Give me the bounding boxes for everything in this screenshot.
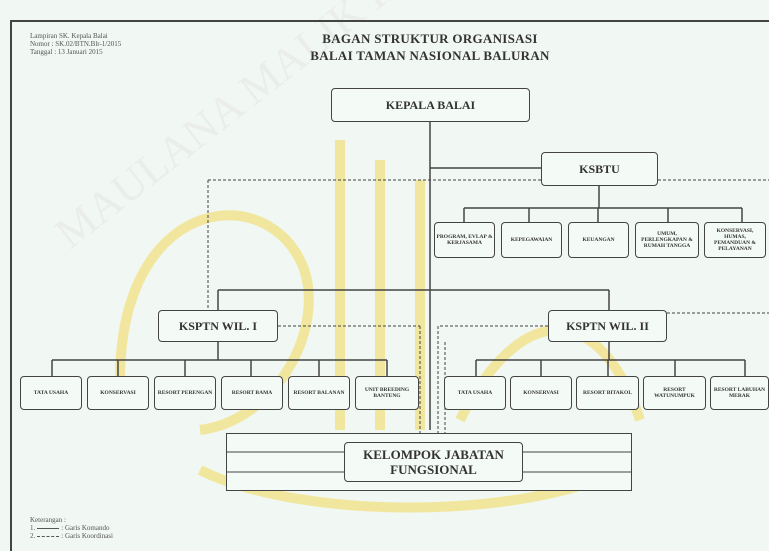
- fungsional-label-line-1: KELOMPOK JABATAN: [363, 447, 504, 462]
- wil1-section-label: KONSERVASI: [100, 389, 136, 396]
- legend-item-1-number: 1.: [30, 524, 36, 532]
- wil2-section-label: RESORT LABUHAN MERAK: [713, 386, 766, 399]
- ksbtu-section-label: KEUANGAN: [582, 236, 615, 243]
- wil1-section-label: RESORT BALANAN: [293, 389, 345, 396]
- legend-item-1-label: : Garis Komando: [61, 524, 110, 532]
- legend-item-command: 1. : Garis Komando: [30, 524, 113, 532]
- decree-reference: Lampiran SK. Kepala Balai Nomor : SK.02/…: [30, 32, 121, 56]
- legend-item-2-label: : Garis Koordinasi: [61, 532, 113, 540]
- wil1-section-box: KONSERVASI: [87, 376, 149, 410]
- ksbtu-section-label: KONSERVASI, HUMAS, PEMANDUAN & PELAYANAN: [713, 227, 756, 253]
- ksptn-wil1-label: KSPTN WIL. I: [178, 318, 258, 333]
- title-line-1: BAGAN STRUKTUR ORGANISASI: [322, 31, 538, 46]
- ksptn-wil1-box: KSPTN WIL. I: [158, 310, 278, 342]
- wil2-section-label: TATA USAHA: [457, 389, 493, 396]
- legend-item-coordination: 2. : Garis Koordinasi: [30, 532, 113, 540]
- wil1-section-label: RESORT BAMA: [231, 389, 273, 396]
- wil2-section-box: RESORT WATUNUMPUK: [643, 376, 706, 410]
- title-line-2: BALAI TAMAN NASIONAL BALURAN: [310, 48, 550, 63]
- wil1-section-box: UNIT BREEDING BANTENG: [355, 376, 419, 410]
- dashed-line-swatch: [37, 535, 60, 537]
- wil2-section-box: KONSERVASI: [510, 376, 572, 410]
- legend-heading: Keterangan :: [30, 516, 66, 524]
- kepala-balai-label: KEPALA BALAI: [385, 97, 476, 112]
- ksbtu-section-label: UMUM, PERLENGKAPAN & RUMAH TANGGA: [641, 230, 693, 250]
- wil1-section-box: RESORT BALANAN: [288, 376, 350, 410]
- legend: Keterangan : 1. : Garis Komando 2. : Gar…: [30, 516, 113, 540]
- ksbtu-label: KSBTU: [579, 161, 620, 176]
- wil1-section-label: RESORT PERENGAN: [157, 389, 213, 396]
- kelompok-jabatan-fungsional-box: KELOMPOK JABATAN FUNGSIONAL: [344, 442, 523, 482]
- chart-title: BAGAN STRUKTUR ORGANISASI BALAI TAMAN NA…: [280, 30, 580, 64]
- ksbtu-section-box: KEUANGAN: [568, 222, 629, 258]
- meta-line-3: Tanggal : 13 Januari 2015: [30, 48, 103, 56]
- kepala-balai-box: KEPALA BALAI: [331, 88, 530, 122]
- ksbtu-section-box: UMUM, PERLENGKAPAN & RUMAH TANGGA: [635, 222, 699, 258]
- chart-frame: [10, 20, 769, 551]
- ksptn-wil2-box: KSPTN WIL. II: [548, 310, 667, 342]
- wil1-section-box: RESORT BAMA: [221, 376, 283, 410]
- wil2-section-label: KONSERVASI: [523, 389, 559, 396]
- ksbtu-section-box: PROGRAM, EVLAP & KERJASAMA: [434, 222, 495, 258]
- wil1-section-label: UNIT BREEDING BANTENG: [364, 386, 410, 399]
- wil2-section-box: RESORT BITAKOL: [576, 376, 639, 410]
- ksbtu-section-box: KEPEGAWAIAN: [501, 222, 562, 258]
- legend-item-2-number: 2.: [30, 532, 36, 540]
- ksptn-wil2-label: KSPTN WIL. II: [566, 318, 649, 333]
- wil2-section-label: RESORT BITAKOL: [583, 389, 632, 396]
- wil2-section-box: TATA USAHA: [444, 376, 506, 410]
- wil1-section-box: TATA USAHA: [20, 376, 82, 410]
- solid-line-swatch: [37, 527, 60, 529]
- ksbtu-section-label: KEPEGAWAIAN: [510, 236, 553, 243]
- fungsional-label-line-2: FUNGSIONAL: [390, 462, 477, 477]
- ksbtu-section-box: KONSERVASI, HUMAS, PEMANDUAN & PELAYANAN: [704, 222, 766, 258]
- wil1-section-label: TATA USAHA: [33, 389, 69, 396]
- meta-line-1: Lampiran SK. Kepala Balai: [30, 32, 108, 40]
- wil1-section-box: RESORT PERENGAN: [154, 376, 216, 410]
- ksbtu-box: KSBTU: [541, 152, 658, 186]
- meta-line-2: Nomor : SK.02/BTN.Blr-1/2015: [30, 40, 122, 48]
- ksbtu-section-label: PROGRAM, EVLAP & KERJASAMA: [436, 233, 493, 246]
- wil2-section-label: RESORT WATUNUMPUK: [654, 386, 695, 399]
